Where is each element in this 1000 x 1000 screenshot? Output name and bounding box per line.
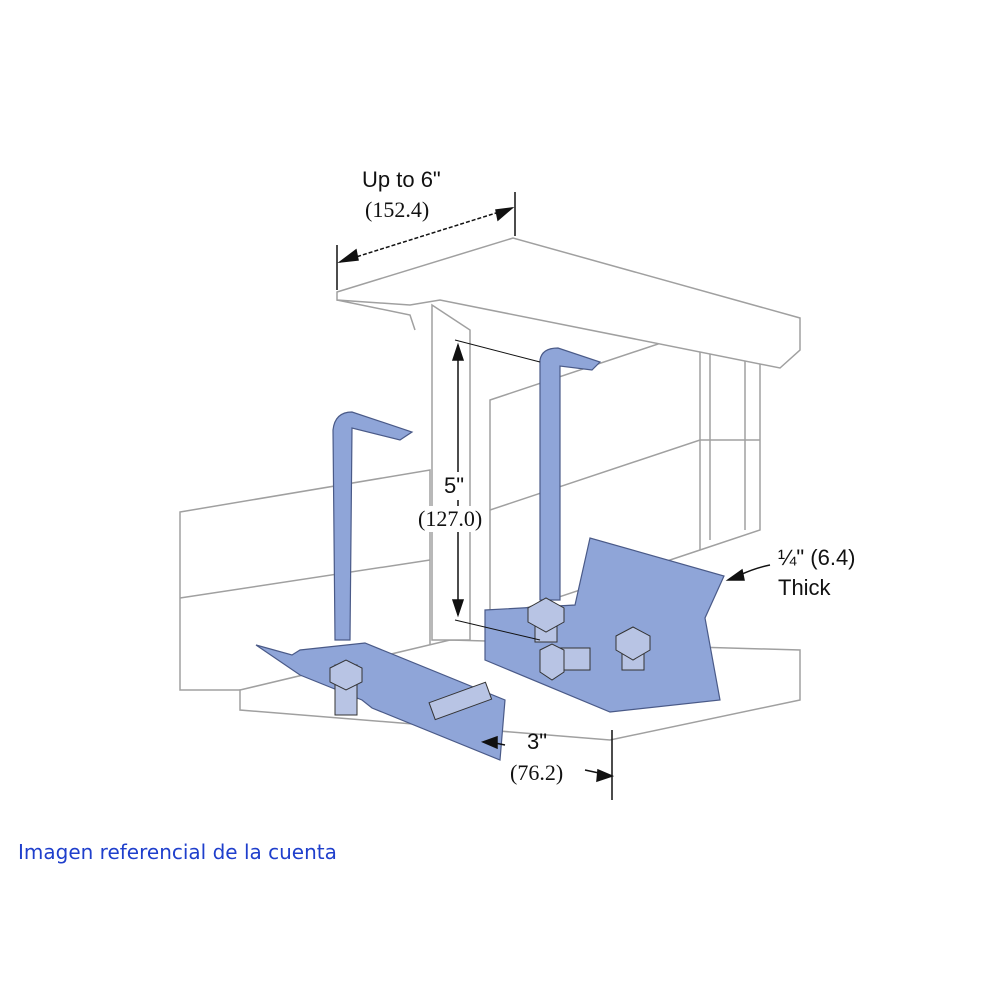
width-dimension-metric: (152.4) (365, 197, 430, 222)
length-dimension-metric: (76.2) (510, 760, 564, 785)
left-hook-bracket (332, 411, 414, 641)
left-clamp-plate (255, 642, 506, 761)
caption: Imagen referencial de la cuenta (18, 840, 337, 864)
arrowhead (480, 735, 498, 750)
length-dimension-imperial: 3" (527, 729, 548, 754)
thickness-label: Thick (778, 575, 831, 600)
height-extension-line (454, 339, 541, 363)
arrowhead (337, 248, 359, 264)
height-dimension-metric: (127.0) (418, 506, 483, 532)
height-extension-line (454, 619, 541, 641)
hex-nut (539, 643, 565, 681)
hex-nut (527, 597, 565, 633)
arrowhead (451, 599, 465, 618)
right-hook-bracket (539, 347, 602, 601)
arrowhead (451, 342, 465, 361)
arrowhead (725, 568, 745, 581)
hex-nut (615, 626, 651, 661)
width-dimension-imperial: Up to 6" (362, 167, 441, 192)
thickness-leader (739, 564, 771, 576)
arrowhead (596, 768, 615, 783)
height-dimension-imperial: 5" (444, 472, 465, 500)
width-dimension-line (339, 207, 513, 263)
arrowhead (495, 206, 515, 222)
threaded-rod (428, 681, 493, 721)
hex-nut (329, 659, 363, 691)
thickness-dimension: ¼" (6.4) (778, 545, 856, 570)
beam-top-flange (336, 237, 801, 369)
